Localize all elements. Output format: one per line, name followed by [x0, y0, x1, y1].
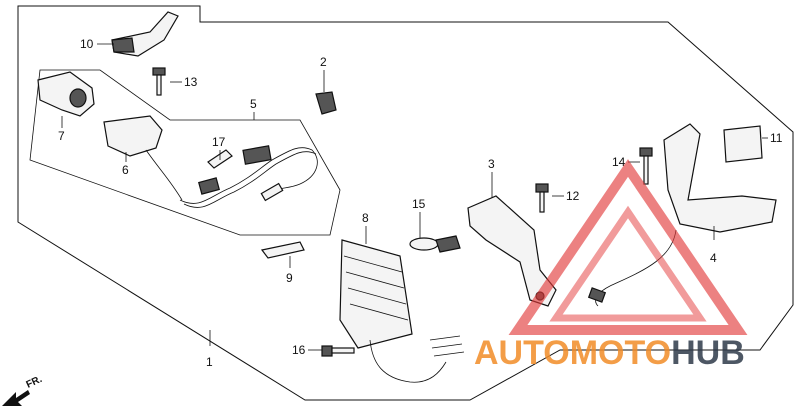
callout-11: 11 [770, 131, 783, 145]
subassembly-outline [29, 69, 341, 236]
callout-5: 5 [250, 97, 257, 111]
part-13-bolt [152, 67, 166, 96]
part-5-harness [179, 145, 318, 208]
callout-labels: 1 2 3 4 5 6 7 8 9 10 11 12 13 14 15 16 1… [58, 37, 783, 369]
callout-1: 1 [206, 355, 213, 369]
callout-2: 2 [320, 55, 327, 69]
part-9-plate [260, 241, 305, 259]
assembly-outline [17, 5, 794, 401]
callout-17: 17 [212, 135, 226, 149]
watermark-part-moto: MOTO [570, 334, 671, 372]
watermark-part-hub: HUB [671, 334, 745, 372]
svg-text:AUTOMOTOHUB: AUTOMOTOHUB [474, 334, 745, 372]
callout-8: 8 [362, 211, 369, 225]
callout-12: 12 [566, 189, 580, 203]
front-label: FR. [25, 374, 44, 391]
callout-13: 13 [184, 75, 198, 89]
watermark-part-auto: AUTO [474, 334, 570, 372]
leader-lines [61, 43, 768, 351]
part-16-bolt [321, 345, 355, 357]
part-6-socket [103, 115, 183, 201]
callout-10: 10 [80, 37, 94, 51]
callout-9: 9 [286, 271, 293, 285]
part-10-cover [111, 11, 179, 57]
front-arrow-icon [2, 390, 30, 406]
part-14-bolt [639, 147, 653, 185]
front-direction-indicator: FR. [2, 374, 44, 406]
part-15-band [409, 235, 461, 253]
callout-15: 15 [412, 197, 426, 211]
part-7-boot [37, 71, 95, 117]
callout-3: 3 [488, 157, 495, 171]
callout-6: 6 [122, 163, 129, 177]
part-11-label [723, 125, 763, 163]
callout-4: 4 [710, 251, 717, 265]
watermark-triangle-icon [508, 159, 748, 335]
callout-16: 16 [292, 343, 306, 357]
part-8-regulator [339, 239, 465, 383]
callout-14: 14 [612, 155, 626, 169]
part-12-bolt [535, 183, 549, 213]
callout-7: 7 [58, 129, 65, 143]
part-4-cable [587, 123, 777, 307]
watermark: AUTOMOTOHUB [474, 159, 748, 372]
part-2-clip [315, 91, 337, 115]
